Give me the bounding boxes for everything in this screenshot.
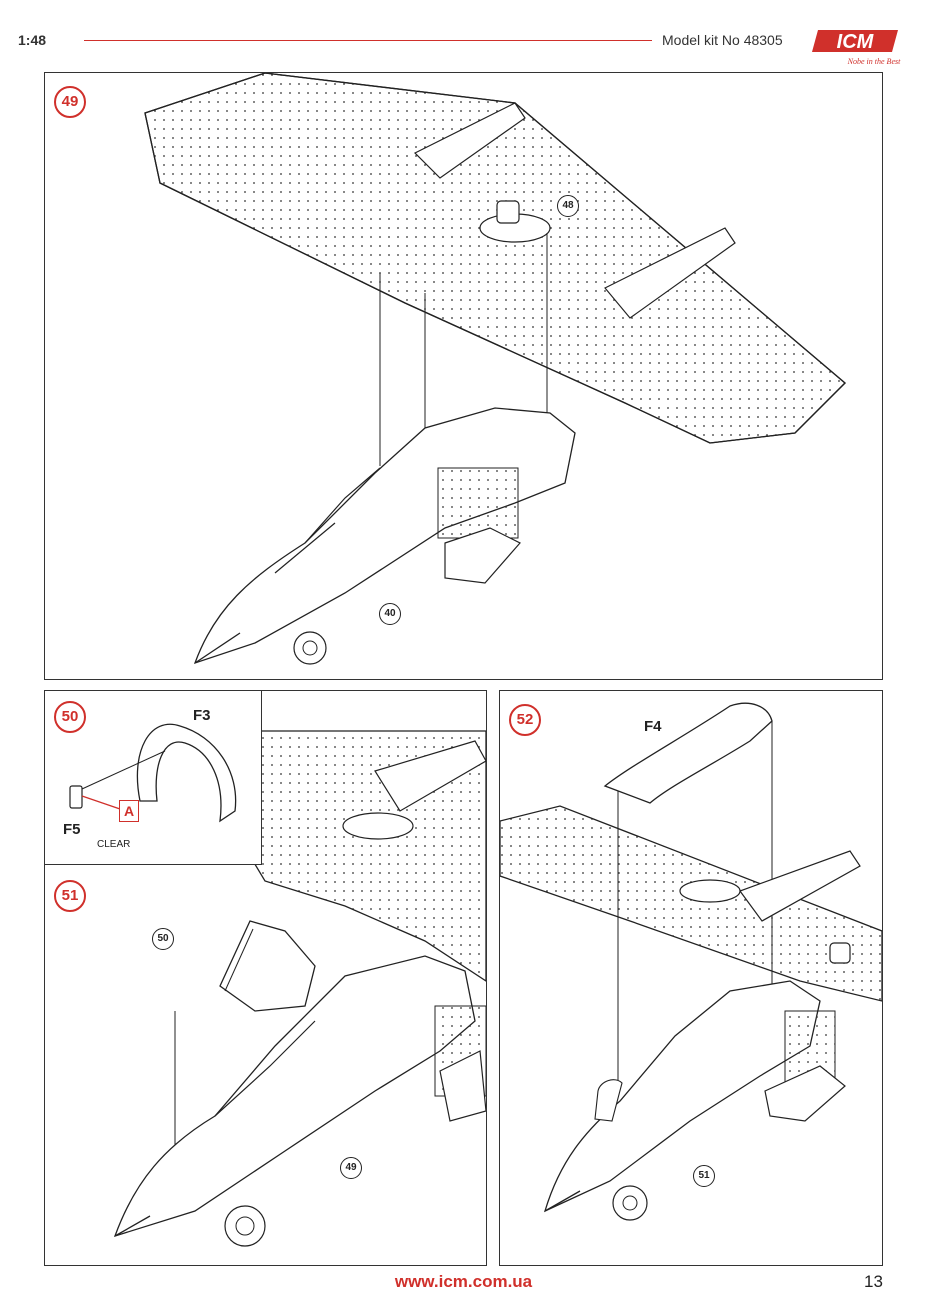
ref-step-badge: 40 bbox=[379, 603, 401, 625]
ref-step-badge: 51 bbox=[693, 1165, 715, 1187]
part-label-f4: F4 bbox=[644, 718, 662, 735]
step-number-badge: 49 bbox=[54, 86, 86, 118]
step-number-badge: 52 bbox=[509, 704, 541, 736]
ref-step-badge: 48 bbox=[557, 195, 579, 217]
website-url[interactable]: www.icm.com.ua bbox=[394, 1272, 533, 1291]
part-label-f3: F3 bbox=[193, 707, 211, 724]
scale-label: 1:48 bbox=[18, 32, 47, 48]
ref-step-badge: 50 bbox=[152, 928, 174, 950]
step-51-illustration bbox=[113, 730, 486, 1247]
step-52-panel: 52 F4 51 bbox=[499, 690, 883, 1266]
step-50-illustration bbox=[69, 723, 237, 823]
step-number-badge: 50 bbox=[54, 701, 86, 733]
logo-tagline: Nobe in the Best bbox=[847, 57, 901, 66]
step-51-panel: 50 F3 A F5 CLEAR 51 50 49 bbox=[44, 690, 487, 1266]
clear-part-note: CLEAR bbox=[97, 839, 131, 850]
icm-logo: ICM Nobe in the Best bbox=[812, 22, 902, 68]
step-50-inset: 50 F3 A F5 CLEAR bbox=[44, 690, 262, 865]
header-rule bbox=[84, 40, 652, 41]
step-49-illustration bbox=[144, 73, 846, 665]
logo-text: ICM bbox=[837, 31, 875, 53]
step-number-badge: 51 bbox=[54, 880, 86, 912]
kit-number-title: Model kit No 48305 bbox=[662, 32, 783, 48]
page-number: 13 bbox=[864, 1272, 883, 1291]
step-52-illustration bbox=[500, 702, 882, 1221]
part-label-f5: F5 bbox=[63, 821, 81, 838]
ref-step-badge: 49 bbox=[340, 1157, 362, 1179]
step-49-panel: 49 48 40 bbox=[44, 72, 883, 680]
paint-code-badge: A bbox=[119, 800, 139, 822]
